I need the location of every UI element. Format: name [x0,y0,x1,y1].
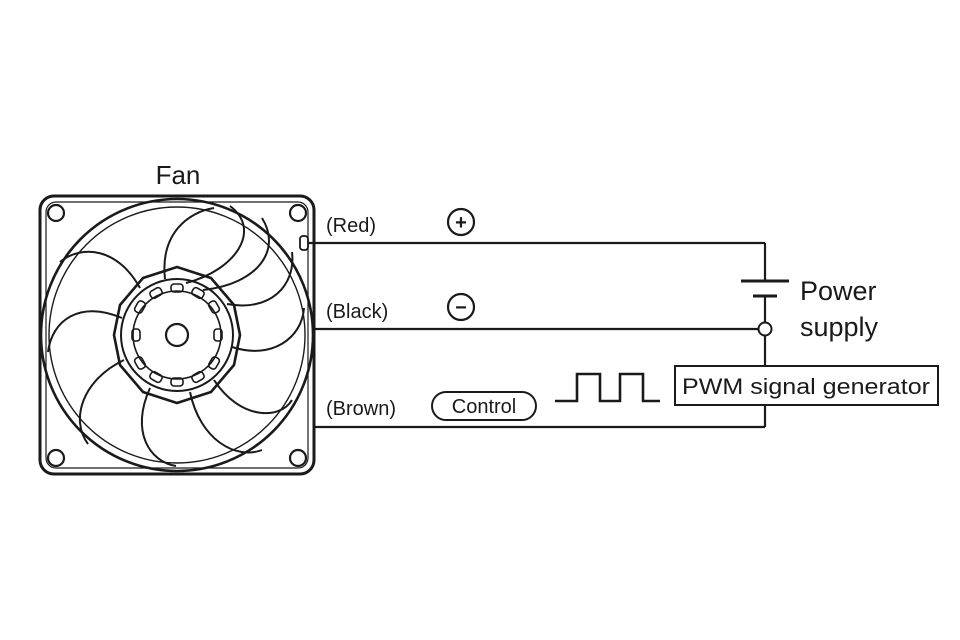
control-tag [431,391,537,421]
plus-icon: + [446,207,476,237]
power-supply-symbol [741,279,789,298]
power-supply-label-line2: supply [800,312,879,342]
pwm-waveform-icon [555,372,660,403]
hub-vents [131,283,223,387]
pwm-generator-box [674,365,939,406]
plus-sign: + [455,212,467,234]
minus-icon: − [446,292,476,322]
fan-icon [38,194,316,476]
junction-node [757,321,773,337]
brown-wire-label: (Brown) [326,398,396,420]
black-wire-label: (Black) [326,301,388,323]
red-wire-label: (Red) [326,215,376,237]
control-tag-label: Control [452,396,516,418]
fan-title: Fan [156,160,201,190]
pwm-generator-label: PWM signal generator [682,374,930,399]
minus-sign: − [455,297,467,319]
power-supply-label-line1: Power [800,276,877,306]
